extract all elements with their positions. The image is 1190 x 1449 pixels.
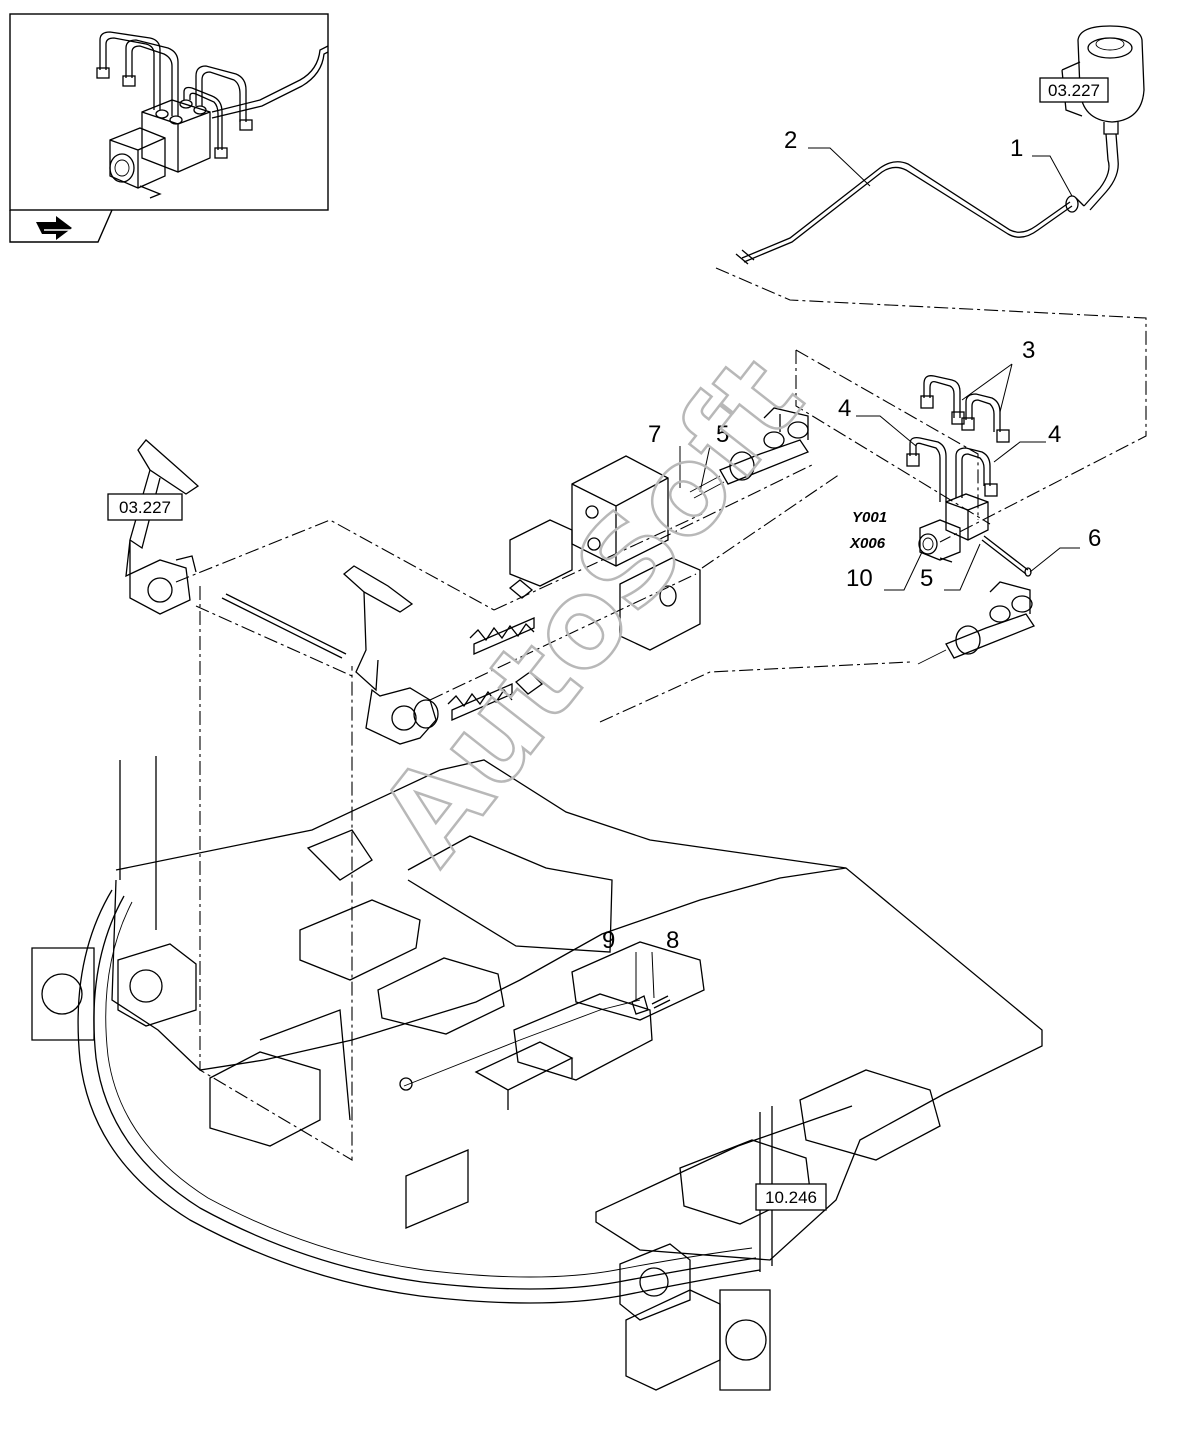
connector-y001: Y001 <box>852 509 887 526</box>
callout-4-left: 4 <box>838 395 851 422</box>
master-cylinder-lower <box>917 581 1035 665</box>
reference-box-left[interactable]: 03.227 <box>107 493 183 521</box>
pedal-bracket <box>509 455 701 651</box>
connector-x006: X006 <box>849 535 886 552</box>
arrow-right-icon <box>36 216 72 240</box>
inset-detail <box>9 13 329 211</box>
reference-top-label: 03.227 <box>1048 81 1100 100</box>
watermark: AutoSoft <box>352 331 831 889</box>
nav-tab[interactable] <box>9 209 113 243</box>
callout-5-upper: 5 <box>716 421 729 448</box>
reference-box-top[interactable]: 03.227 <box>1039 77 1109 103</box>
callout-1: 1 <box>1010 135 1023 162</box>
callout-5-lower: 5 <box>920 565 933 592</box>
clip-and-screw <box>631 995 671 1015</box>
callout-8: 8 <box>666 927 679 954</box>
callout-3: 3 <box>1022 337 1035 364</box>
leader-lines <box>635 147 1080 1000</box>
brake-pedal-right <box>342 565 439 745</box>
watermark-text: AutoSoft <box>353 332 830 888</box>
brake-fluid-reservoir <box>1061 25 1145 211</box>
brake-pedal-left <box>125 439 200 615</box>
return-springs <box>447 579 544 721</box>
pedal-shaft <box>221 593 347 659</box>
reference-bottom-label: 10.246 <box>765 1188 817 1207</box>
master-cylinder-upper <box>689 407 809 499</box>
pedal-assembly-dash <box>175 463 911 1161</box>
connector-labels: Y001 X006 <box>849 509 887 552</box>
callout-6: 6 <box>1088 525 1101 552</box>
valve-enclosure-dash <box>715 267 1147 543</box>
callout-numbers: 1 2 3 4 4 7 5 6 10 5 9 8 <box>602 127 1101 954</box>
callout-7: 7 <box>648 421 661 448</box>
cab-floor-frame <box>31 756 1043 1391</box>
brake-pipe <box>735 161 1085 265</box>
callout-9: 9 <box>602 927 615 954</box>
reference-box-bottom[interactable]: 10.246 <box>755 1183 827 1211</box>
reference-left-label: 03.227 <box>119 498 171 517</box>
brake-valve-assembly <box>906 375 1032 577</box>
callout-4-right: 4 <box>1048 421 1061 448</box>
callout-10: 10 <box>846 565 873 592</box>
callout-2: 2 <box>784 127 797 154</box>
